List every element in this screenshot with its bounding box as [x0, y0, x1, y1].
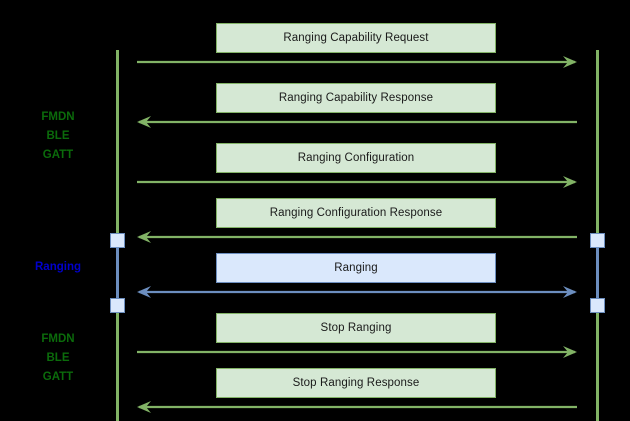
msg-stop-ranging-label: Stop Ranging [320, 321, 392, 334]
msg-stop-ranging-response-label: Stop Ranging Response [292, 376, 420, 389]
activation-left-end-node [109, 297, 125, 313]
msg-ranging-capability-request-label: Ranging Capability Request [283, 31, 429, 44]
activation-right-end-node [589, 297, 605, 313]
msg-ranging-configuration-label: Ranging Configuration [297, 151, 415, 164]
msg-ranging-box[interactable]: Ranging [216, 253, 496, 283]
msg-ranging-capability-response-box[interactable]: Ranging Capability Response [216, 83, 496, 113]
phase-ranging: Ranging [35, 261, 81, 273]
phase-fmdn-ble-gatt-top: FMDN BLE GATT [41, 111, 75, 161]
activation-right-start-node [589, 232, 605, 248]
phase-fmdn-ble-gatt-bottom: FMDN BLE GATT [41, 333, 75, 383]
msg-ranging-capability-request-arrow [137, 54, 577, 70]
msg-ranging-capability-request-box[interactable]: Ranging Capability Request [216, 23, 496, 53]
activation-left-line [116, 240, 119, 305]
msg-ranging-configuration-response-box[interactable]: Ranging Configuration Response [216, 198, 496, 228]
msg-stop-ranging-box[interactable]: Stop Ranging [216, 313, 496, 343]
msg-ranging-arrow [137, 284, 577, 300]
msg-ranging-configuration-arrow [137, 174, 577, 190]
msg-ranging-configuration-response-arrow [137, 229, 577, 245]
msg-stop-ranging-arrow [137, 344, 577, 360]
msg-ranging-configuration-response-label: Ranging Configuration Response [269, 206, 443, 219]
msg-ranging-label: Ranging [334, 261, 378, 274]
activation-left-start-node [109, 232, 125, 248]
msg-stop-ranging-response-box[interactable]: Stop Ranging Response [216, 368, 496, 398]
msg-ranging-capability-response-arrow [137, 114, 577, 130]
msg-ranging-capability-response-label: Ranging Capability Response [278, 91, 434, 104]
msg-stop-ranging-response-arrow [137, 399, 577, 415]
activation-right-line [596, 240, 599, 305]
msg-ranging-configuration-box[interactable]: Ranging Configuration [216, 143, 496, 173]
